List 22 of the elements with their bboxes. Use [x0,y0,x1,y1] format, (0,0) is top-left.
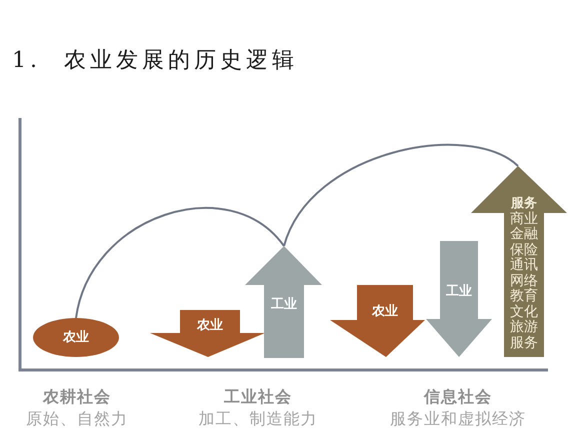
stage-name: 信息社会 [424,387,492,407]
block-label: 工业 [271,297,297,312]
down-pointing-block [426,241,492,357]
stage-description: 服务业和虚拟经济 [390,409,526,429]
stage-description: 加工、制造能力 [198,409,318,429]
down-pointing-block [330,285,425,357]
oval-shape [33,318,119,357]
up-pointing-block [471,166,567,357]
oval-label: 农业 [63,330,89,346]
page-title: 1. 农业发展的历史逻辑 [12,47,298,75]
block-label: 农业 [197,318,223,334]
block-heading: 服务 [511,196,537,211]
stage-name: 农耕社会 [43,387,111,407]
up-pointing-block [245,246,322,358]
block-label: 农业 [372,304,398,320]
service-list: 商业金融保险通讯网络教育文化旅游服务 [510,212,538,351]
curved-line [283,144,519,246]
curved-line [75,207,285,318]
down-pointing-block [150,310,265,357]
block-label: 工业 [446,284,472,300]
stage-name: 工业社会 [224,387,292,407]
stage-description: 原始、自然力 [26,409,128,429]
